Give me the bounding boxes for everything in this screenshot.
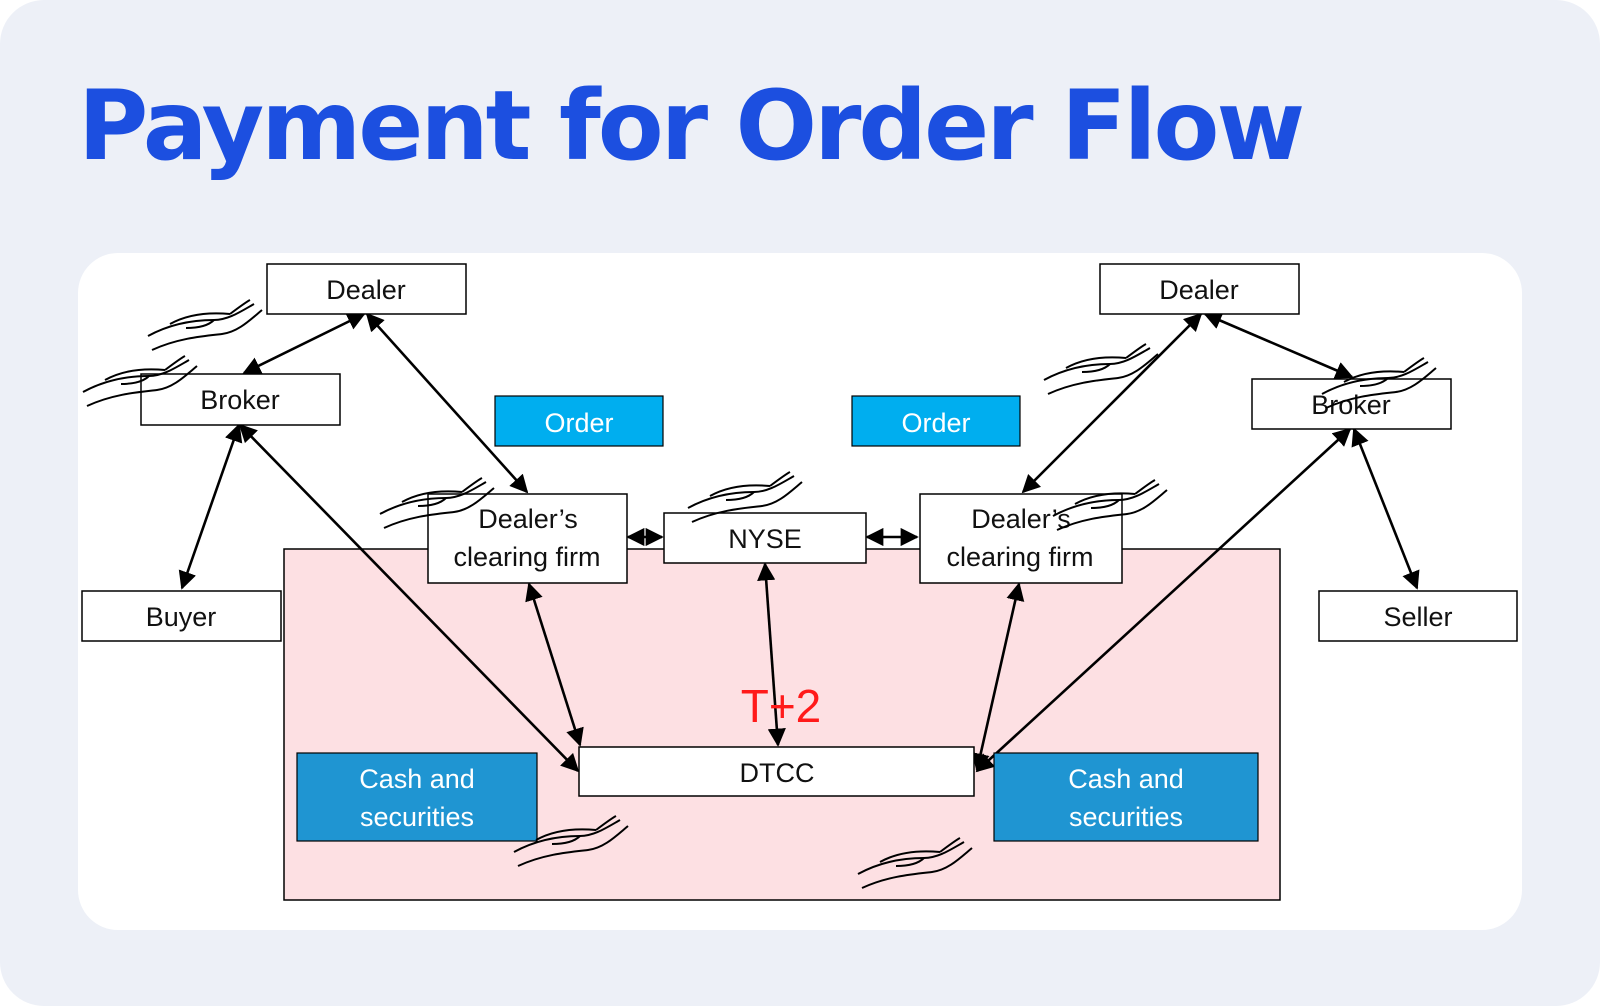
- hand-icon: [1043, 343, 1159, 395]
- arrow-broker-dtcc-right: [975, 427, 1352, 773]
- cash-securities-right-line2: securities: [1069, 802, 1183, 832]
- arrow-clearing-dtcc-left: [525, 582, 584, 747]
- arrow-broker-dtcc-left: [238, 423, 580, 773]
- arrow-dealer-broker-right: [1203, 312, 1354, 379]
- node-seller-label: Seller: [1383, 602, 1452, 632]
- node-dealer-right: Dealer: [1099, 263, 1300, 315]
- connectors: [178, 312, 1420, 773]
- cash-securities-right: Cash and securities: [993, 752, 1259, 842]
- cash-securities-left-line1: Cash and: [359, 764, 475, 794]
- arrow-nyse-dtcc: [757, 562, 786, 747]
- hand-icon: [147, 299, 263, 351]
- arrow-dealer-broker-left: [242, 312, 366, 375]
- node-seller: Seller: [1318, 590, 1518, 642]
- node-broker-right: Broker: [1251, 378, 1452, 430]
- order-label-left: Order: [494, 395, 664, 447]
- node-dtcc: DTCC: [578, 746, 975, 797]
- page-title: Payment for Order Flow: [78, 70, 1305, 182]
- arrow-broker-buyer: [178, 423, 243, 590]
- settlement-label: T+2: [741, 680, 822, 732]
- node-dealer-left-label: Dealer: [326, 275, 406, 305]
- node-clearing-right: Dealer’s clearing firm: [919, 493, 1123, 584]
- order-label-right-text: Order: [901, 408, 970, 438]
- cash-securities-left-line2: securities: [360, 802, 474, 832]
- cash-securities-left: Cash and securities: [296, 752, 538, 842]
- node-clearing-left-line1: Dealer’s: [478, 504, 578, 534]
- arrow-broker-seller: [1351, 427, 1420, 590]
- node-clearing-left-line2: clearing firm: [453, 542, 600, 572]
- node-clearing-left: Dealer’s clearing firm: [427, 493, 628, 584]
- arrow-dealer-clearing-right: [1021, 312, 1203, 494]
- order-label-right: Order: [851, 395, 1021, 447]
- node-dealer-right-label: Dealer: [1159, 275, 1239, 305]
- order-label-left-text: Order: [544, 408, 613, 438]
- node-dtcc-label: DTCC: [740, 758, 815, 788]
- node-clearing-right-line2: clearing firm: [946, 542, 1093, 572]
- node-broker-left: Broker: [140, 373, 341, 426]
- node-buyer-label: Buyer: [146, 602, 217, 632]
- node-clearing-right-line1: Dealer’s: [971, 504, 1071, 534]
- node-nyse: NYSE: [663, 512, 867, 564]
- node-nyse-label: NYSE: [728, 524, 802, 554]
- node-buyer: Buyer: [81, 590, 282, 642]
- node-dealer-left: Dealer: [266, 263, 467, 315]
- cash-securities-right-line1: Cash and: [1068, 764, 1184, 794]
- node-broker-left-label: Broker: [200, 385, 280, 415]
